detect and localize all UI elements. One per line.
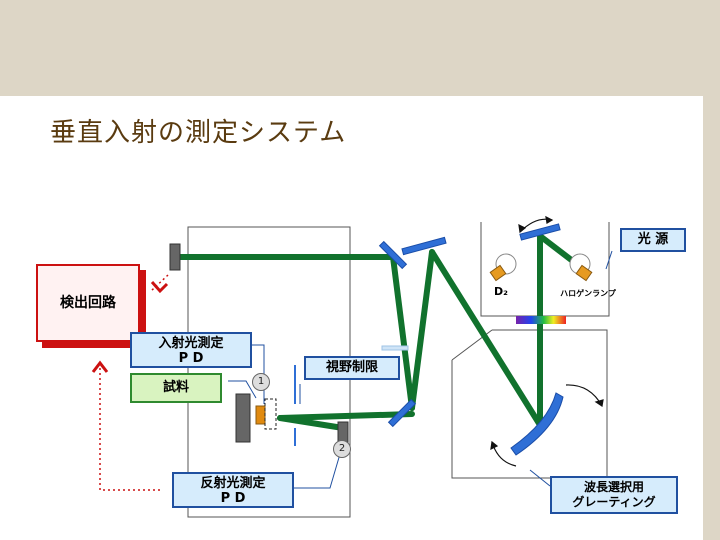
mirrors: [378, 223, 564, 456]
slide-title: 垂直入射の測定システム: [50, 118, 347, 148]
marker-2: 2: [333, 440, 351, 458]
halogen-lamp-icon: [569, 253, 593, 282]
reference-detector: [169, 243, 181, 271]
light-source-label: 光 源: [620, 228, 686, 252]
signal-arrows: [99, 274, 169, 491]
rotation-arrows: [490, 215, 604, 467]
source-switch-mirror: [519, 223, 561, 241]
d2-lamp-icon: [489, 253, 517, 282]
light-beam-paths: [177, 233, 577, 431]
incident-pd-label: 入射光測定 P D: [130, 332, 252, 368]
grating-label-line1: 波長選択用: [583, 480, 644, 494]
mirror-3: [387, 398, 417, 428]
spectrum-bar: [516, 316, 566, 324]
detector-circuit-label: 検出回路: [36, 264, 140, 342]
incident-pd-label-line1: 入射光測定: [158, 336, 224, 351]
sample-piece: [255, 405, 266, 425]
d2-lamp-label: D₂: [494, 285, 508, 298]
halogen-lamp-label: ハロゲンランプ: [560, 289, 616, 298]
marker-1: 1: [252, 373, 270, 391]
field-limit-label: 視野制限: [304, 356, 400, 380]
incident-pd-sensor: [264, 398, 277, 430]
grating-label-line2: グレーティング: [572, 495, 656, 509]
sample-label: 試料: [130, 373, 222, 403]
incident-pd-label-line2: P D: [178, 351, 204, 366]
reflect-pd-label-line2: P D: [220, 491, 246, 506]
arrow-head-upper: [150, 281, 169, 294]
reflect-pd-label: 反射光測定 P D: [172, 472, 294, 508]
grating-label: 波長選択用 グレーティング: [550, 476, 678, 514]
grating-element: [510, 392, 564, 456]
sample-holder: [235, 393, 251, 443]
mirror-2: [401, 236, 447, 256]
arrow-head-lower: [91, 360, 109, 373]
beam-aperture: [381, 345, 409, 351]
mirror-1: [378, 240, 408, 270]
reflect-pd-label-line1: 反射光測定: [200, 476, 266, 491]
